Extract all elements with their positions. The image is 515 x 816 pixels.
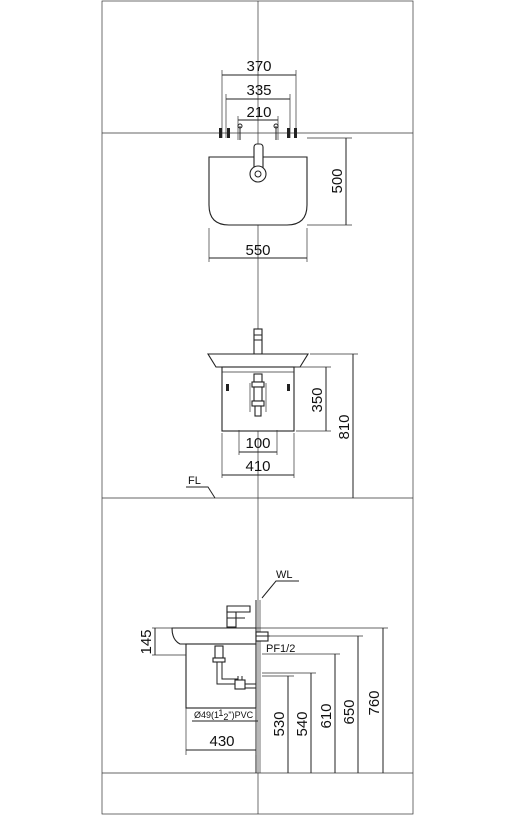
side-basin: [171, 627, 257, 645]
dim-810: 810: [336, 414, 353, 439]
front-view: 350 810 100 410 FL: [186, 328, 358, 499]
dim-350: 350: [309, 387, 326, 412]
side-siphon: [212, 645, 256, 690]
dim-550: 550: [245, 242, 270, 259]
dim-430: 430: [209, 733, 234, 750]
pipe-label: Ø49(112")PVC: [192, 708, 258, 722]
pipe-label-frac-den: 2: [223, 712, 228, 722]
dim-610: 610: [318, 703, 335, 728]
dim-650: 650: [341, 699, 358, 724]
dim-210: 210: [246, 104, 271, 121]
top-view: 370 335 210 500: [208, 58, 352, 262]
dim-540: 540: [294, 711, 311, 736]
wall-label: WL: [276, 569, 293, 581]
dim-500: 500: [329, 168, 346, 193]
pipe-label-frac: 1: [218, 708, 223, 718]
tap-base: [249, 165, 267, 183]
dim-145: 145: [138, 629, 155, 654]
dim-530: 530: [271, 711, 288, 736]
dim-370: 370: [246, 58, 271, 75]
front-siphon: [249, 373, 267, 417]
dim-410: 410: [245, 458, 270, 475]
front-basin: [207, 353, 309, 368]
dim-760: 760: [366, 690, 383, 715]
inlet-label: PF1/2: [266, 643, 295, 655]
front-tap: [253, 328, 263, 355]
wall-fixings: [219, 123, 297, 140]
dim-100: 100: [245, 435, 270, 452]
dim-335: 335: [246, 82, 271, 99]
pipe-label-main: Ø49(1: [194, 710, 219, 720]
svg-text:Ø49(112")PVC: Ø49(112")PVC: [194, 708, 254, 722]
basin-top-outline: [208, 156, 308, 226]
side-tap: [226, 605, 251, 628]
side-view: WL PF1/2 145: [138, 569, 388, 773]
pipe-label-suffix: ")PVC: [228, 710, 253, 720]
floor-label: FL: [188, 475, 201, 487]
